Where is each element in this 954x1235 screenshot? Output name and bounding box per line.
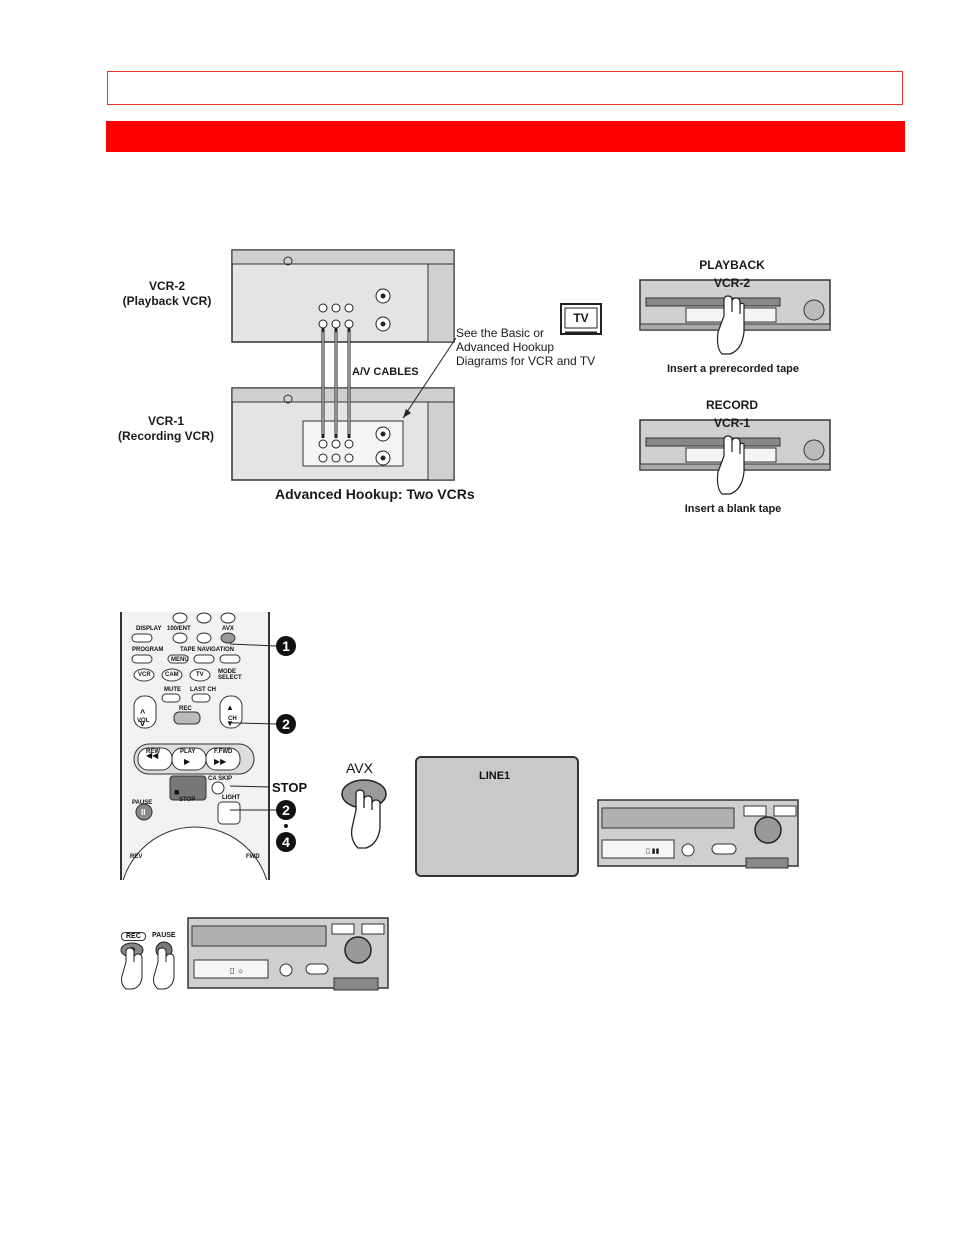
remote-cam-label: CAM [165, 672, 179, 678]
remote-light-label: LIGHT [222, 795, 240, 801]
record-title: RECORD [705, 398, 758, 412]
tv-screen-text: LINE1 [479, 770, 511, 782]
advanced-hookup-caption: Advanced Hookup: Two VCRs [275, 486, 475, 502]
bottom-rec-label: REC [121, 932, 146, 941]
vcr2-label: VCR-2 (Playback VCR) [108, 279, 226, 309]
svg-text:v: v [140, 718, 145, 728]
record-vcr-label: VCR-1 [713, 416, 750, 430]
playback-caption: Insert a prerecorded tape [666, 363, 800, 375]
remote-stop-label: STOP [179, 797, 196, 803]
header-box [107, 71, 903, 105]
vcr1-subtitle: (Recording VCR) [118, 429, 214, 443]
remote-fwd-label: FWD [246, 854, 260, 860]
svg-text:▯ ▮▮: ▯ ▮▮ [646, 848, 660, 855]
playback-vcr-front-illustration [639, 279, 831, 355]
remote-ident-label: 100/ENT [167, 626, 191, 632]
step-4-marker: 4 [276, 832, 296, 852]
remote-mode-select-label: MODE SELECT [218, 669, 242, 681]
see-hookup-note: See the Basic or Advanced Hookup Diagram… [456, 326, 616, 368]
svg-text:▶▶: ▶▶ [214, 757, 227, 766]
step-2b-marker: 2 [276, 800, 296, 820]
step-2b-number: 2 [282, 802, 290, 818]
remote-program-label: PROGRAM [132, 647, 164, 653]
svg-text:◀◀: ◀◀ [146, 751, 159, 760]
remote-ch-label: CH [228, 716, 237, 722]
vcr-front-panel-illustration: ▯ ▮▮ [597, 799, 799, 869]
svg-text:▯ ☼: ▯ ☼ [230, 966, 244, 975]
tv-label: TV [573, 311, 589, 325]
rec-pause-press-illustration: II [120, 941, 175, 990]
svg-text:▲: ▲ [226, 703, 234, 712]
tv-screen-line1: LINE1 [415, 756, 579, 877]
av-cables-label: A/V CABLES [352, 366, 419, 378]
remote-vcr-label: VCR [138, 672, 151, 678]
remote-ca-skip-label: CA SKIP [208, 776, 233, 782]
svg-text:^: ^ [140, 708, 146, 718]
avx-button-label: AVX [346, 760, 373, 776]
svg-text:II: II [141, 808, 145, 817]
remote-buttons-drawing: ■ II ◀◀ ▶ ▶▶ ^ v ▲ ▼ [122, 612, 268, 880]
record-vcr-front-illustration [639, 419, 831, 495]
playback-title: PLAYBACK [699, 258, 765, 272]
remote-ffwd-label: F.FWD [214, 749, 233, 755]
see-note-line-2: Advanced Hookup [456, 340, 555, 354]
vcr1-label: VCR-1 (Recording VCR) [106, 414, 226, 444]
svg-text:▼: ▼ [226, 719, 234, 728]
avx-button-press-illustration [341, 779, 387, 849]
remote-rev-label: REV [130, 854, 143, 860]
playback-vcr-label: VCR-2 [713, 276, 750, 290]
bottom-pause-label: PAUSE [152, 932, 176, 939]
remote-avx-label: AVX [222, 626, 234, 632]
remote-mute-label: MUTE [164, 687, 181, 693]
remote-display-label: DISPLAY [136, 626, 162, 632]
svg-text:■: ■ [174, 787, 179, 797]
remote-vol-label: VOL [137, 718, 150, 724]
remote-tape-nav-label: TAPE NAVIGATION [180, 647, 234, 653]
step-2-number: 2 [282, 716, 290, 732]
step-2-marker: 2 [276, 714, 296, 734]
vcr2-title: VCR-2 [148, 279, 185, 293]
remote-rec-label: REC [179, 706, 192, 712]
see-note-line-1: See the Basic or [456, 326, 545, 340]
tv-icon [560, 303, 602, 335]
remote-menu-label: MENU [171, 657, 189, 663]
two-vcr-rear-panels-illustration [231, 249, 457, 481]
section-title-bar [106, 121, 905, 152]
remote-callout-lines [230, 643, 277, 811]
vcr-front-panel-rec-pause: ▯ ☼ [187, 917, 389, 991]
step-1-marker: 1 [276, 636, 296, 656]
vcr2-subtitle: (Playback VCR) [122, 294, 212, 308]
remote-last-ch-label: LAST CH [190, 687, 216, 693]
step-4-number: 4 [282, 834, 290, 850]
see-note-line-3: Diagrams for VCR and TV [456, 354, 596, 368]
record-caption: Insert a blank tape [684, 503, 782, 515]
remote-play-label: PLAY [180, 749, 196, 755]
vcr1-title: VCR-1 [147, 414, 184, 428]
remote-control-illustration: ■ II ◀◀ ▶ ▶▶ ^ v ▲ ▼ DISPLAY 100/ENT AVX… [120, 612, 270, 880]
stop-callout-label: STOP [272, 780, 308, 795]
svg-text:▶: ▶ [184, 757, 191, 766]
remote-rew-label: REW [146, 749, 160, 755]
remote-tv-label: TV [196, 672, 204, 678]
step-separator-dot [284, 824, 288, 828]
step-1-number: 1 [282, 638, 290, 654]
remote-pause-label: PAUSE [132, 800, 153, 806]
